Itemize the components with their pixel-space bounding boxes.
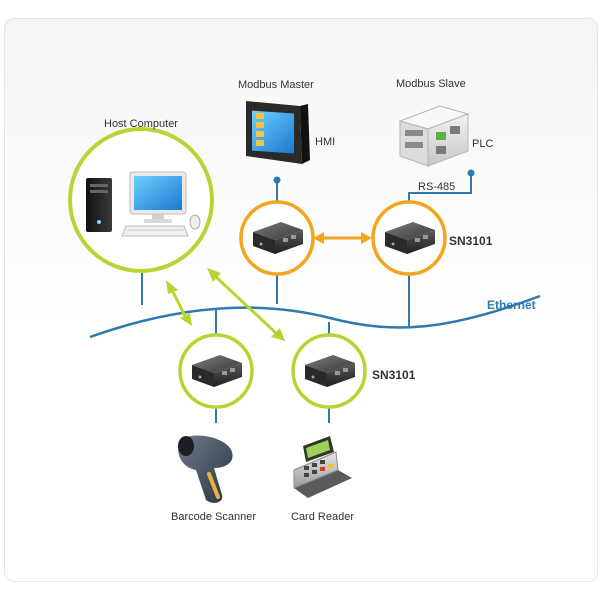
barcode-scanner-icon: [178, 435, 233, 503]
ethernet-line: [89, 294, 541, 339]
card-reader-label: Card Reader: [291, 511, 354, 523]
rs485-label: RS-485: [418, 181, 456, 193]
host-cardreader-arrow: [207, 268, 285, 341]
sn3101-device-icon: [385, 222, 435, 254]
hmi-icon: [246, 101, 310, 164]
sn3101-device-icon: [192, 355, 242, 387]
sn3101-top-label: SN3101: [449, 234, 493, 248]
card-reader-icon: [293, 436, 352, 498]
plc-label: PLC: [472, 138, 494, 150]
sn3101-bottom-label: SN3101: [372, 368, 416, 382]
plc-icon: [398, 105, 470, 167]
sn3101-device-icon: [305, 355, 355, 387]
host-barcode-arrow: [166, 280, 192, 326]
master-slave-arrow: [313, 232, 372, 244]
modbus-master-label: Modbus Master: [238, 79, 314, 91]
ethernet-label: Ethernet: [487, 298, 536, 312]
host-computer-icon: [86, 171, 201, 237]
modbus-slave-label: Modbus Slave: [396, 78, 466, 90]
hmi-label: HMI: [315, 136, 336, 148]
sn3101-device-icon: [253, 222, 303, 254]
barcode-scanner-label: Barcode Scanner: [171, 511, 256, 523]
host-computer-label: Host Computer: [104, 118, 178, 130]
